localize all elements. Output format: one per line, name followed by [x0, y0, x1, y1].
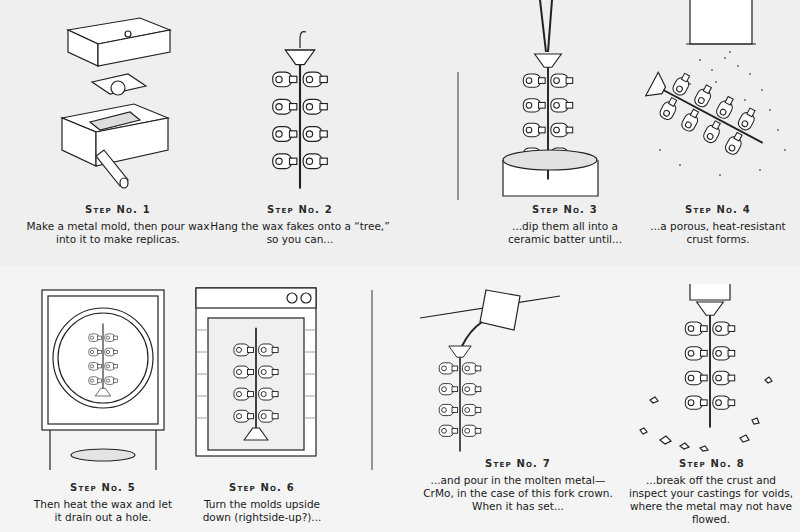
step-label: Step No. 1	[85, 204, 151, 215]
step-label: Step No. 3	[532, 204, 598, 215]
step-label: Step No. 2	[267, 204, 333, 215]
step-label: Step No. 8	[679, 458, 745, 469]
step-label: Step No. 6	[229, 482, 295, 493]
step-label: Step No. 4	[685, 204, 751, 215]
step-caption: ...break off the crust and inspect your …	[626, 474, 796, 526]
step-caption: Make a metal mold, then pour wax into it…	[18, 220, 218, 246]
step-caption: Hang the wax fakes onto a “tree,” so you…	[205, 220, 395, 246]
step-caption: Turn the molds upside down (rightside-up…	[192, 498, 332, 524]
step-caption: ...dip them all into a ceramic batter un…	[490, 220, 640, 246]
step-caption: ...and pour in the molten metal—CrMo, in…	[418, 474, 618, 513]
step-label: Step No. 7	[485, 458, 551, 469]
step-caption: ...a porous, heat-resistant crust forms.	[648, 220, 788, 246]
step-caption: Then heat the wax and let it drain out a…	[33, 498, 173, 524]
step-label: Step No. 5	[70, 482, 136, 493]
